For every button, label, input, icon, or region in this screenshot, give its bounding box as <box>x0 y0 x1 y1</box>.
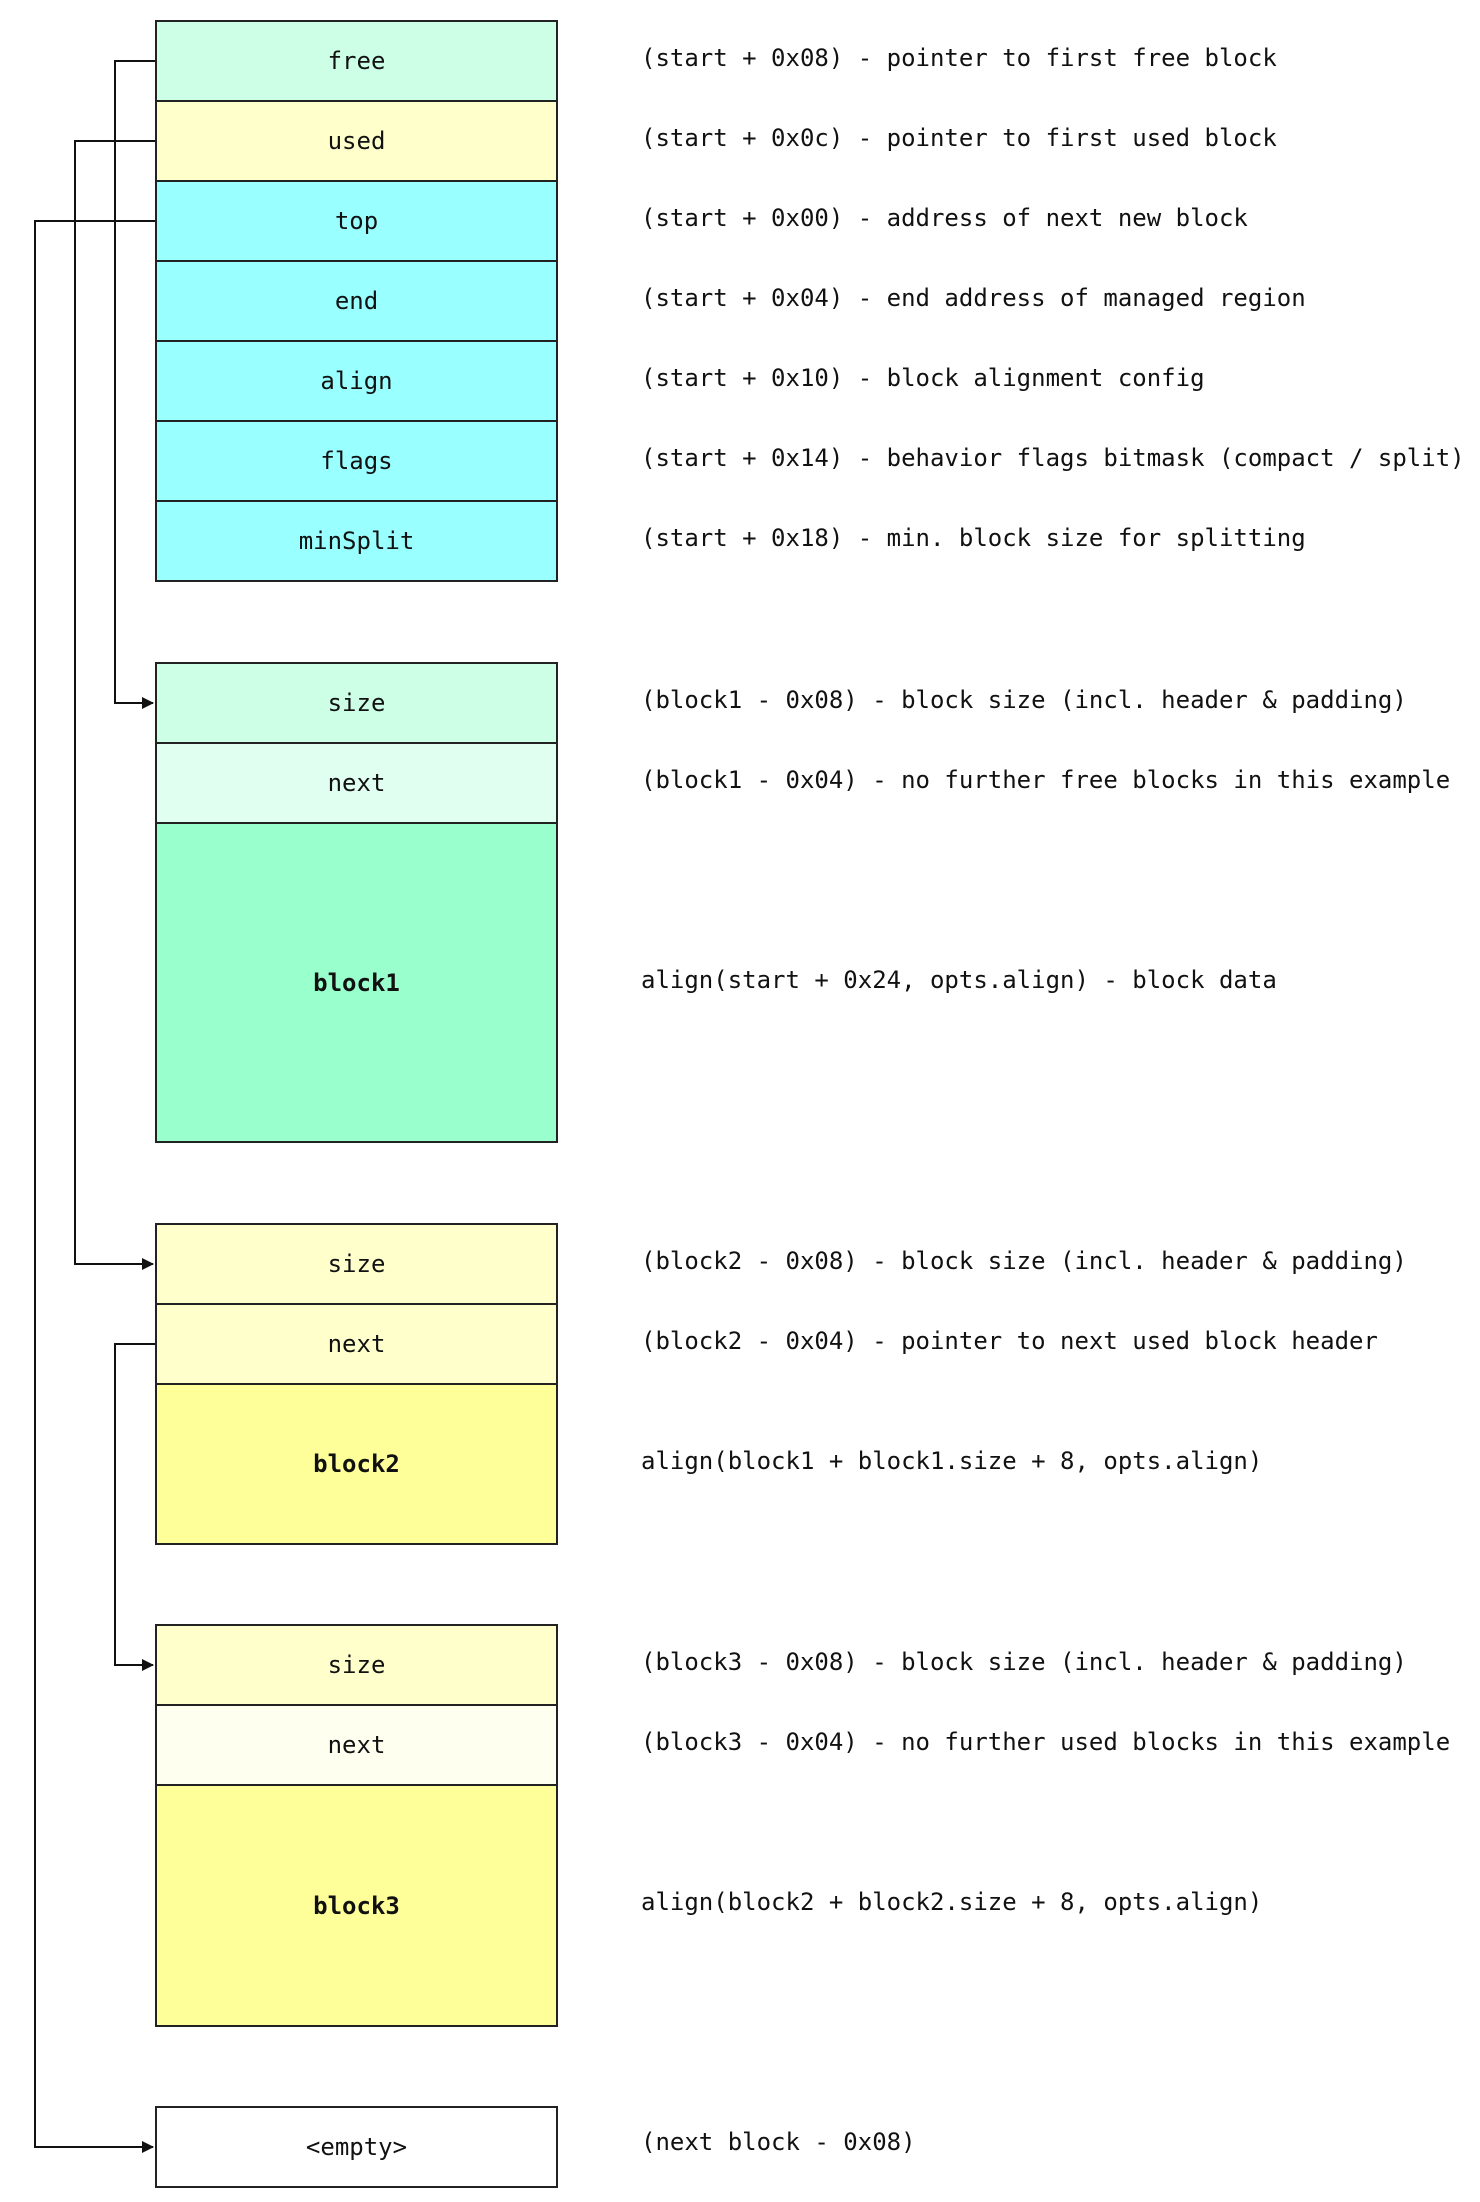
cell-free: free <box>155 20 558 102</box>
cell-top: top <box>155 180 558 262</box>
block1-next-description: (block1 - 0x04) - no further free blocks… <box>641 766 1451 794</box>
top-pointer-arrow <box>34 220 155 2153</box>
block2-next-cell: next <box>155 1303 558 1385</box>
block1-data-description: align(start + 0x24, opts.align) - block … <box>641 966 1277 994</box>
flags-description: (start + 0x14) - behavior flags bitmask … <box>641 444 1465 472</box>
block3-data-cell: block3 <box>155 1784 558 2027</box>
align-description: (start + 0x10) - block alignment config <box>641 364 1205 392</box>
cell-align: align <box>155 340 558 422</box>
block2-next-description: (block2 - 0x04) - pointer to next used b… <box>641 1327 1378 1355</box>
block2-data-cell: block2 <box>155 1383 558 1545</box>
block2-size-description: (block2 - 0x08) - block size (incl. head… <box>641 1247 1407 1275</box>
empty-description: (next block - 0x08) <box>641 2128 916 2156</box>
block1-size-cell: size <box>155 662 558 744</box>
empty-cell: <empty> <box>155 2106 558 2188</box>
cell-end: end <box>155 260 558 342</box>
block1-size-description: (block1 - 0x08) - block size (incl. head… <box>641 686 1407 714</box>
block2-next-pointer-arrow <box>114 1343 155 1671</box>
end-description: (start + 0x04) - end address of managed … <box>641 284 1306 312</box>
block3-data-description: align(block2 + block2.size + 8, opts.ali… <box>641 1888 1263 1916</box>
minsplit-description: (start + 0x18) - min. block size for spl… <box>641 524 1306 552</box>
free-description: (start + 0x08) - pointer to first free b… <box>641 44 1277 72</box>
block1-next-cell: next <box>155 742 558 824</box>
block3-size-description: (block3 - 0x08) - block size (incl. head… <box>641 1648 1407 1676</box>
block1-data-cell: block1 <box>155 822 558 1143</box>
free-pointer-arrow <box>114 60 155 709</box>
cell-flags: flags <box>155 420 558 502</box>
used-pointer-arrow <box>74 140 155 1270</box>
top-description: (start + 0x00) - address of next new blo… <box>641 204 1248 232</box>
cell-minsplit: minSplit <box>155 500 558 582</box>
block3-next-description: (block3 - 0x04) - no further used blocks… <box>641 1728 1451 1756</box>
block2-data-description: align(block1 + block1.size + 8, opts.ali… <box>641 1447 1263 1475</box>
used-description: (start + 0x0c) - pointer to first used b… <box>641 124 1277 152</box>
